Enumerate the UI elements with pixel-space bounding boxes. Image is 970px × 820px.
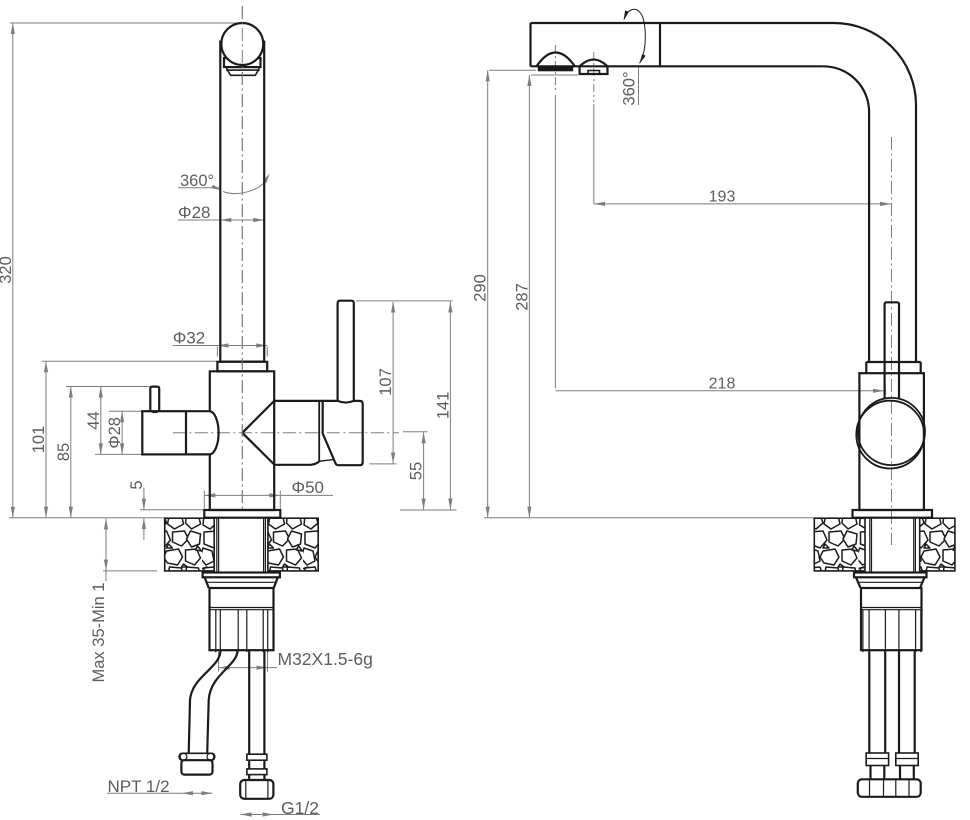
svg-text:290: 290	[472, 274, 490, 302]
svg-text:55: 55	[408, 462, 426, 480]
svg-text:44: 44	[85, 411, 103, 429]
svg-text:M32X1.5-6g: M32X1.5-6g	[278, 649, 373, 669]
svg-text:G1/2: G1/2	[281, 798, 319, 818]
svg-text:320: 320	[0, 256, 15, 284]
svg-text:287: 287	[513, 283, 531, 311]
svg-text:5: 5	[128, 480, 146, 489]
svg-text:85: 85	[55, 443, 73, 461]
svg-text:Φ28: Φ28	[178, 203, 210, 222]
svg-text:101: 101	[30, 426, 48, 454]
svg-text:141: 141	[434, 392, 452, 420]
svg-text:193: 193	[709, 189, 736, 206]
svg-text:Max 35-Min 1: Max 35-Min 1	[90, 583, 108, 683]
svg-text:NPT 1/2: NPT 1/2	[108, 777, 170, 796]
svg-text:Φ50: Φ50	[292, 478, 324, 497]
svg-text:218: 218	[709, 375, 736, 392]
svg-text:360°: 360°	[621, 71, 639, 105]
svg-text:107: 107	[377, 368, 395, 396]
svg-text:360°: 360°	[180, 172, 214, 190]
svg-text:Φ32: Φ32	[173, 328, 205, 347]
svg-text:Φ28: Φ28	[106, 417, 124, 449]
